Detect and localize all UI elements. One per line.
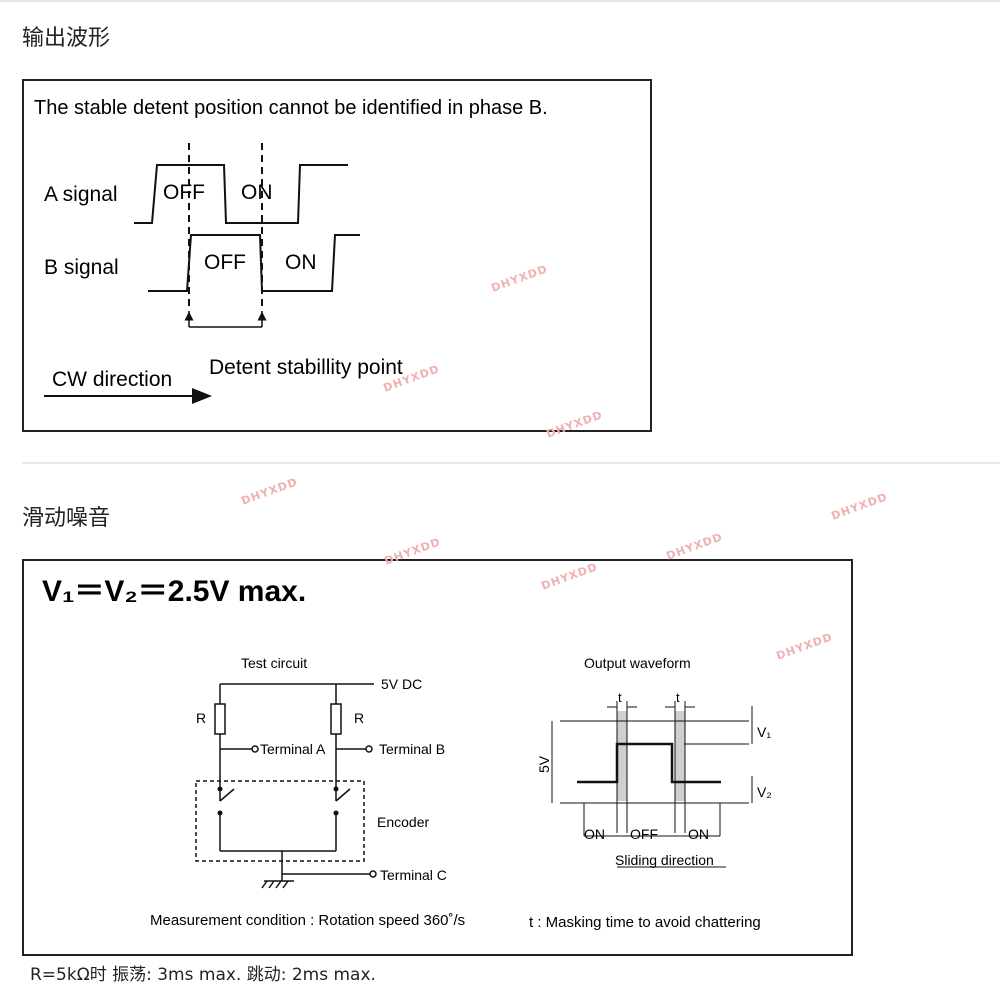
terminal-a-label: Terminal A xyxy=(260,741,326,757)
test-circuit-title: Test circuit xyxy=(241,655,307,671)
terminal-b-label: Terminal B xyxy=(379,741,445,757)
sliding-direction-label: Sliding direction xyxy=(615,852,714,868)
detent-stability-label: Detent stabillity point xyxy=(209,356,403,379)
noise-formula: V₁＝V₂＝2.5V max. xyxy=(42,575,306,608)
masking-time-note: t : Masking time to avoid chattering xyxy=(529,914,761,931)
sliding-noise-panel: V₁＝V₂＝2.5V max. Test circuit xyxy=(22,559,853,956)
test-circuit xyxy=(195,683,377,889)
watermark: DHYXDD xyxy=(829,490,890,523)
v2-label: V₂ xyxy=(757,784,772,800)
a-signal-waveform xyxy=(134,164,348,224)
section-title-sliding-noise: 滑动噪音 xyxy=(22,506,111,531)
a-off-label: OFF xyxy=(163,181,205,204)
output-waveform-title: Output waveform xyxy=(584,655,691,671)
encoder-label: Encoder xyxy=(377,814,429,830)
b-off-label: OFF xyxy=(204,251,246,274)
t-left-label: t xyxy=(618,690,622,705)
off-mid-label: OFF xyxy=(630,826,658,842)
phase-waveform-panel: The stable detent position cannot be ide… xyxy=(22,79,652,432)
phase-caption: The stable detent position cannot be ide… xyxy=(34,97,548,119)
a-on-label: ON xyxy=(241,181,273,204)
b-signal-waveform xyxy=(148,234,360,292)
watermark: DHYXDD xyxy=(239,475,300,508)
t-right-label: t xyxy=(676,690,680,705)
watermark: DHYXDD xyxy=(664,530,725,563)
a-signal-label: A signal xyxy=(44,183,118,206)
phase-waveform-diagram: The stable detent position cannot be ide… xyxy=(34,97,548,404)
resistor-left-label: R xyxy=(196,710,206,726)
measurement-condition: Measurement condition : Rotation speed 3… xyxy=(150,912,465,929)
on-left-label: ON xyxy=(584,826,605,842)
b-signal-label: B signal xyxy=(44,256,119,279)
resistor-right-label: R xyxy=(354,710,364,726)
supply-label: 5V DC xyxy=(381,676,422,692)
section-title-output-waveform: 输出波形 xyxy=(22,26,111,51)
on-right-label: ON xyxy=(688,826,709,842)
terminal-c-label: Terminal C xyxy=(380,867,447,883)
v1-label: V₁ xyxy=(757,724,771,740)
section-divider xyxy=(22,462,1000,464)
output-waveform xyxy=(551,701,753,868)
top-divider xyxy=(0,0,1000,2)
b-on-label: ON xyxy=(285,251,317,274)
sliding-noise-diagram: V₁＝V₂＝2.5V max. Test circuit xyxy=(42,575,772,931)
cw-direction-label: CW direction xyxy=(52,368,172,391)
footer-note: R=5kΩ时 振荡: 3ms max. 跳动: 2ms max. xyxy=(30,965,376,985)
five-v-label: 5V xyxy=(536,755,552,773)
